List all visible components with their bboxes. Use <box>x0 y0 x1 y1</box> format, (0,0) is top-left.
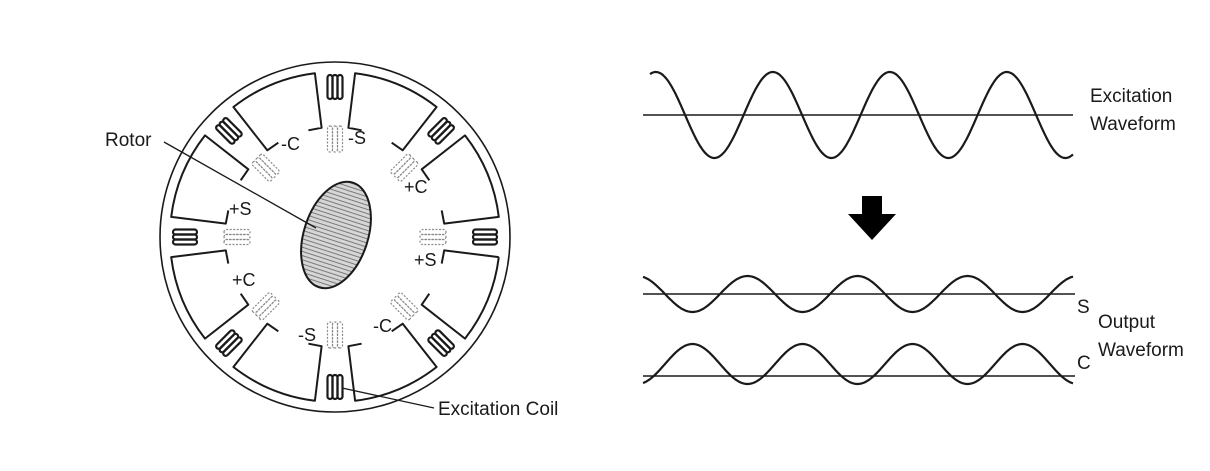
excitation-waveform-label-line2: Waveform <box>1090 114 1176 135</box>
excitation-wave <box>649 70 1074 160</box>
coil-label-plus-c-right: +C <box>404 177 428 197</box>
output-coil-south <box>326 321 344 349</box>
coil-label-plus-s-right: +S <box>414 250 437 270</box>
output-waveform-label-line2: Waveform <box>1098 340 1184 361</box>
output-coil-west <box>223 228 251 246</box>
excitation-coil-north <box>326 73 344 101</box>
excitation-waveform-label: Excitation Waveform <box>1090 83 1176 139</box>
down-arrow-icon <box>848 196 896 240</box>
excitation-coil-south <box>326 373 344 401</box>
output-coil-north-west <box>251 153 280 182</box>
excitation-coil-leader-line <box>341 387 435 409</box>
coil-label-plus-c-left: +C <box>232 270 256 290</box>
coil-label-minus-s-bottom: -S <box>298 325 316 345</box>
coil-label-minus-c-bottom: -C <box>373 316 392 336</box>
output-waveform-label: Output Waveform <box>1098 309 1184 365</box>
output-waveform-label-line1: Output <box>1098 312 1156 333</box>
coil-label-minus-s-top: -S <box>348 128 366 148</box>
output-waveform-s <box>642 274 1075 314</box>
rotor-leader-line <box>163 141 317 229</box>
stator-outer-ring <box>159 61 511 413</box>
excitation-coil-label: Excitation Coil <box>438 399 559 420</box>
output-coil-east <box>419 228 447 246</box>
excitation-coil-south-east <box>427 329 455 357</box>
c-trace-label: C <box>1077 353 1091 374</box>
excitation-waveform <box>643 70 1074 160</box>
s-trace-label: S <box>1077 297 1090 318</box>
stator <box>159 61 511 413</box>
rotor <box>300 180 372 290</box>
output-coils <box>223 125 447 349</box>
rotor-label: Rotor <box>105 130 152 151</box>
excitation-coil-west <box>171 228 199 246</box>
c-wave <box>642 342 1074 386</box>
output-coil-south-east <box>390 292 419 321</box>
output-coil-north <box>326 125 344 153</box>
excitation-waveform-label-line1: Excitation <box>1090 86 1173 107</box>
output-coil-south-west <box>251 292 280 321</box>
excitation-coils <box>171 73 499 401</box>
coil-label-plus-s-left: +S <box>229 199 252 219</box>
excitation-coil-north-east <box>427 117 455 145</box>
coil-label-minus-c-top: -C <box>281 134 300 154</box>
excitation-coil-south-west <box>215 329 243 357</box>
s-wave <box>642 274 1074 314</box>
excitation-coil-east <box>471 228 499 246</box>
excitation-coil-north-west <box>215 117 243 145</box>
output-waveform-c <box>642 342 1075 386</box>
output-coil-north-east <box>390 153 419 182</box>
stator-inner-profile <box>170 72 500 402</box>
